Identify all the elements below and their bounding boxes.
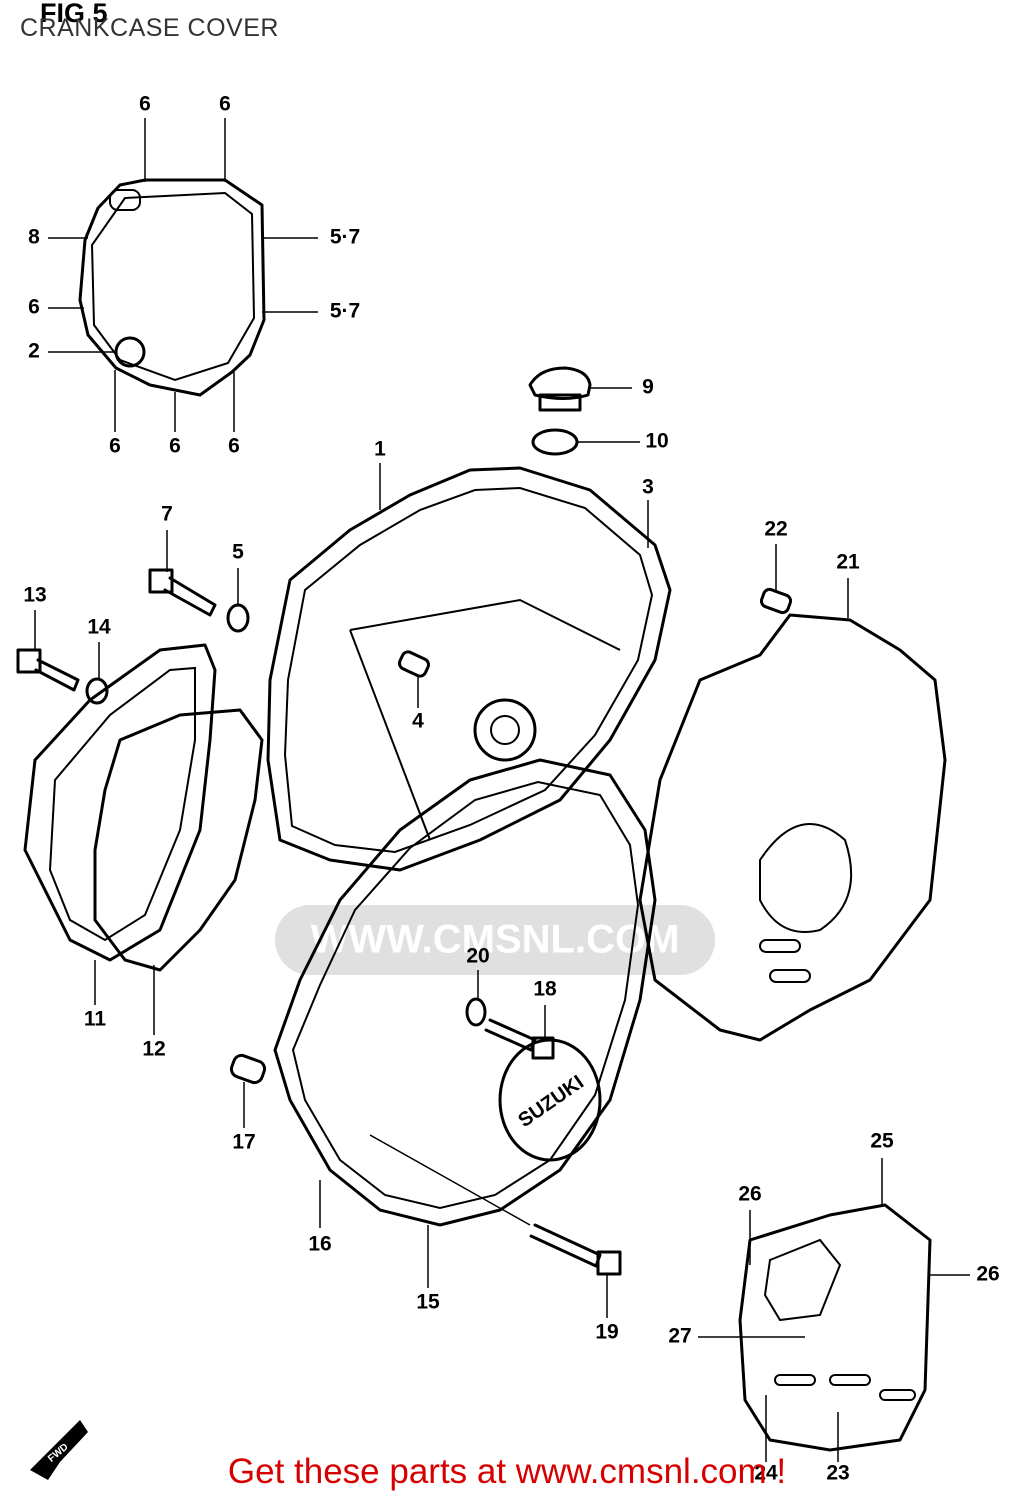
callout-24: 24 — [754, 1462, 778, 1485]
callout-6: 6 — [28, 296, 40, 319]
footer-link-text[interactable]: Get these parts at www.cmsnl.com ! — [227, 1452, 787, 1491]
callout-9: 9 — [642, 376, 654, 399]
washer-5 — [226, 603, 250, 633]
washer-20 — [465, 997, 487, 1027]
generator-gasket — [93, 708, 264, 972]
cover-logo: SUZUKI — [514, 1071, 588, 1132]
callout-6: 6 — [219, 93, 231, 116]
callout-26: 26 — [976, 1263, 999, 1286]
bolt-13 — [16, 648, 80, 692]
o-ring — [114, 336, 146, 368]
callout-20: 20 — [466, 945, 489, 968]
callout-19: 19 — [595, 1321, 618, 1344]
figure-subtitle: CRANKCASE COVER — [20, 14, 279, 42]
dowel-pin-4 — [397, 650, 431, 678]
dowel-pin-22 — [759, 587, 793, 615]
leader-lines — [34, 118, 970, 1462]
callout-3: 3 — [642, 476, 654, 499]
callout-27: 27 — [668, 1325, 691, 1348]
gasket-slot — [109, 189, 141, 211]
callout-2: 2 — [28, 340, 40, 363]
bolt-7 — [148, 568, 217, 617]
gasket-inner-edge — [90, 191, 256, 382]
bolt-19-alignment-line — [369, 1134, 531, 1226]
generator-cover — [23, 643, 217, 962]
watermark: WWW.CMSNL.COM — [275, 905, 715, 975]
callout-21: 21 — [836, 551, 860, 574]
callout-5-7: 5·7 — [330, 300, 360, 323]
callout-6: 6 — [109, 435, 121, 458]
callout-5: 5 — [232, 541, 244, 564]
callout-15: 15 — [416, 1291, 440, 1314]
callout-5-7: 5·7 — [330, 226, 360, 249]
callout-6: 6 — [139, 93, 151, 116]
crankcase — [638, 613, 947, 1042]
crankcase-cover: SUZUKI — [273, 758, 657, 1227]
callout-10: 10 — [645, 430, 668, 453]
callout-7: 7 — [161, 503, 173, 526]
callout-6: 6 — [169, 435, 181, 458]
plug-o-ring — [531, 428, 579, 456]
callout-23: 23 — [826, 1462, 849, 1485]
gasket-clutch-cover — [78, 178, 266, 397]
callout-4: 4 — [412, 710, 424, 733]
callout-14: 14 — [87, 616, 111, 639]
callouts: 6 6 8 5·7 6 5·7 2 6 6 6 9 10 1 3 7 5 22 … — [23, 93, 999, 1485]
callout-25: 25 — [870, 1130, 894, 1153]
callout-26: 26 — [738, 1183, 761, 1206]
callout-17: 17 — [232, 1131, 255, 1154]
callout-8: 8 — [28, 226, 40, 249]
figure-title: FIG 5 — [40, 0, 108, 28]
watermark-text: WWW.CMSNL.COM — [311, 918, 680, 962]
bolt-19 — [529, 1223, 622, 1276]
callout-6: 6 — [228, 435, 240, 458]
callout-12: 12 — [142, 1038, 165, 1061]
dowel-pin-17 — [229, 1053, 267, 1085]
clutch-cover-boss — [473, 698, 537, 762]
callout-18: 18 — [533, 978, 557, 1001]
callout-1: 1 — [374, 438, 386, 461]
callout-16: 16 — [308, 1233, 331, 1256]
callout-13: 13 — [23, 584, 46, 607]
washer-14 — [85, 677, 109, 705]
cover-logo-ring — [498, 1038, 602, 1162]
callout-22: 22 — [764, 518, 787, 541]
oil-filler-plug — [528, 366, 592, 412]
bolt-18 — [484, 1018, 555, 1060]
callout-11: 11 — [84, 1008, 107, 1031]
sprocket-cover — [738, 1203, 932, 1452]
clutch-cover — [266, 466, 672, 872]
